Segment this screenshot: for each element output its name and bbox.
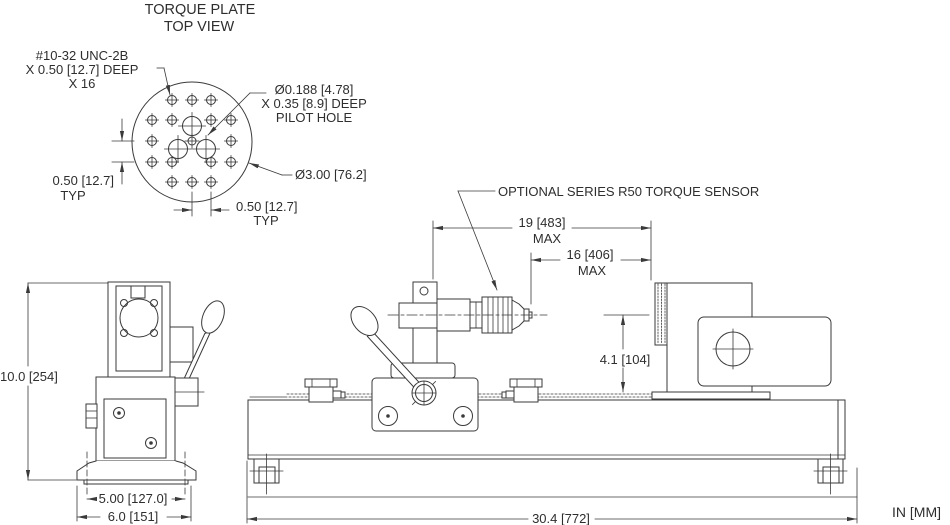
- base-length-label: 30.4 [772]: [532, 511, 590, 525]
- sensor-callout-label: OPTIONAL SERIES R50 TORQUE SENSOR: [498, 184, 759, 199]
- thread-callout-line2: X 0.50 [12.7] DEEP: [26, 62, 139, 77]
- reach-dimension-label: 19 [483]: [519, 215, 566, 230]
- base-width-dimension: 6.0 [151]: [76, 485, 192, 524]
- sensor-assembly: [387, 281, 548, 367]
- torque-plate-stand: [651, 282, 832, 400]
- carriage: [350, 306, 479, 432]
- col-spacing-typ: TYP: [253, 213, 278, 228]
- thread-callout-line1: #10-32 UNC-2B: [36, 48, 129, 63]
- bolt-spacing-dimension: 5.00 [127.0]: [86, 491, 186, 506]
- front-body: [95, 376, 176, 462]
- plate-diameter-label: Ø3.00 [76.2]: [295, 167, 367, 182]
- front-lever-grip: [201, 300, 225, 334]
- right-clamp-stop: [501, 378, 543, 403]
- height-dimension-label: 10.0 [254]: [0, 369, 58, 384]
- base-width-label: 6.0 [151]: [108, 509, 159, 524]
- center-height-label: 4.1 [104]: [600, 352, 651, 367]
- row-spacing-dimension: 0.50 [12.7] TYP: [53, 118, 135, 203]
- col-spacing-dimension: 0.50 [12.7] TYP: [173, 191, 297, 228]
- pilot-callout-line2: X 0.35 [8.9] DEEP: [261, 96, 367, 111]
- right-foot: [813, 453, 848, 495]
- front-foot: [76, 460, 197, 481]
- pilot-hole-callout: Ø0.188 [4.78] X 0.35 [8.9] DEEP PILOT HO…: [207, 82, 367, 136]
- pilot-callout-line1: Ø0.188 [4.78]: [275, 82, 354, 97]
- left-foot: [249, 453, 284, 495]
- front-spindle-bore: [119, 298, 159, 338]
- col-spacing-label: 0.50 [12.7]: [236, 199, 297, 214]
- reach-dimension: 19 [483] MAX: [432, 215, 652, 281]
- center-height-dimension: 4.1 [104]: [600, 314, 651, 393]
- sensor-rear-body: [398, 302, 438, 329]
- travel-dimension-max: MAX: [578, 263, 607, 278]
- thread-callout-line3: X 16: [69, 76, 96, 91]
- sensor-callout: OPTIONAL SERIES R50 TORQUE SENSOR: [457, 184, 759, 291]
- torque-plate-top-view: TORQUE PLATE TOP VIEW #10-32 UNC-2B X 0.…: [26, 2, 367, 228]
- left-clamp-stop: [304, 378, 346, 403]
- bolt-spacing-label: 5.00 [127.0]: [99, 491, 168, 506]
- units-note: IN [MM]: [892, 504, 941, 520]
- height-dimension: 10.0 [254]: [0, 282, 109, 481]
- stand-flange: [651, 391, 771, 400]
- base-length-dimension: 30.4 [772]: [246, 460, 858, 525]
- sensor-housing: [697, 316, 832, 387]
- base-rail: [247, 399, 846, 460]
- side-lever-grip: [350, 306, 379, 336]
- stand-side-view: OPTIONAL SERIES R50 TORQUE SENSOR 19 [48…: [246, 184, 858, 525]
- row-spacing-label: 0.50 [12.7]: [53, 173, 114, 188]
- plate-diameter-callout: Ø3.00 [76.2]: [248, 162, 367, 182]
- reach-dimension-max: MAX: [533, 231, 562, 246]
- top-view-title-line1: TORQUE PLATE: [145, 2, 256, 18]
- travel-dimension-label: 16 [406]: [567, 247, 614, 262]
- stand-front-view: 10.0 [254] 5.00 [127.0] 6.0 [151]: [0, 281, 225, 524]
- front-lever-bracket: [169, 326, 194, 363]
- front-side-knob: [85, 403, 98, 429]
- travel-dimension: 16 [406] MAX: [530, 247, 652, 305]
- row-spacing-typ: TYP: [60, 188, 85, 203]
- thread-callout: #10-32 UNC-2B X 0.50 [12.7] DEEP X 16: [26, 48, 171, 96]
- pilot-callout-line3: PILOT HOLE: [276, 110, 353, 125]
- top-view-title-line2: TOP VIEW: [164, 19, 235, 35]
- mount-hole-pattern: [164, 112, 220, 163]
- front-column: [107, 281, 171, 378]
